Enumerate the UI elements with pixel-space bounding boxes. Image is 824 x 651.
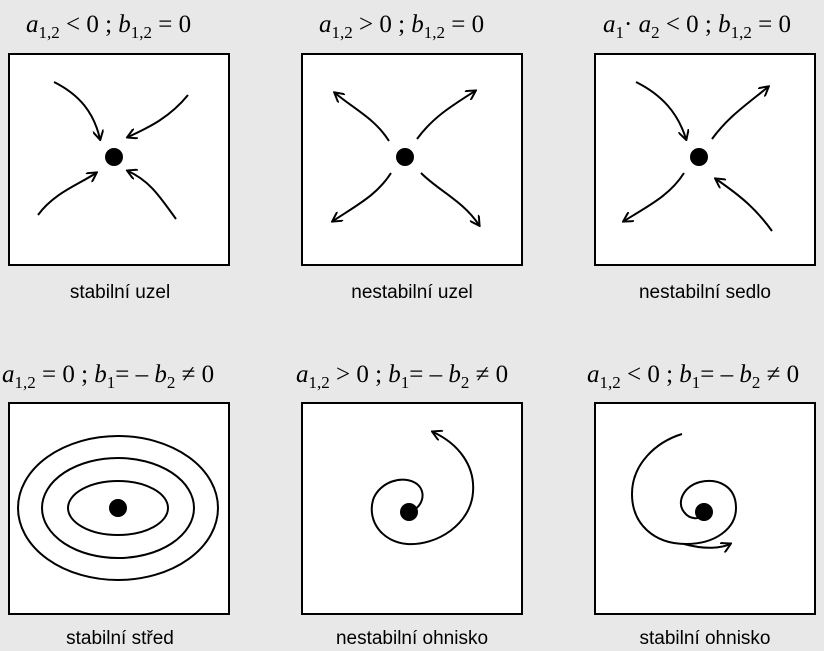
- trajectory-arrow: [335, 93, 390, 142]
- trajectory-arrow: [128, 171, 177, 220]
- panel-center: [8, 402, 230, 615]
- equilibrium-point: [396, 148, 414, 166]
- panel-stable-node: [8, 53, 230, 266]
- condition-unstable-node: a1,2 > 0 ; b1,2 = 0: [319, 11, 485, 42]
- caption-center: stabilní střed: [66, 628, 174, 649]
- trajectory-arrow: [716, 179, 773, 232]
- orbit: [17, 435, 219, 581]
- trajectory-arrow: [624, 172, 685, 221]
- trajectory-arrow: [37, 173, 96, 216]
- trajectory-arrow: [128, 94, 189, 137]
- caption-stable-focus: stabilní ohnisko: [639, 628, 771, 649]
- panel-unstable-node: [301, 53, 523, 266]
- stable-node-diagram: [37, 81, 189, 220]
- equilibrium-point: [695, 503, 713, 521]
- panel-unstable-focus: [301, 402, 523, 615]
- equilibrium-point: [690, 148, 708, 166]
- trajectory-arrow: [333, 172, 392, 221]
- condition-unstable-focus: a1,2 > 0 ; b1= – b2 ≠ 0: [296, 361, 509, 392]
- spiral-arrowhead: [683, 544, 730, 548]
- trajectory-arrow: [53, 81, 100, 139]
- stable-focus-diagram: [630, 433, 738, 613]
- equilibrium-point: [105, 148, 123, 166]
- caption-stable-node: stabilní uzel: [69, 282, 171, 303]
- caption-saddle: nestabilní sedlo: [638, 282, 772, 303]
- trajectory-arrow: [711, 87, 768, 140]
- panel-saddle: [594, 53, 816, 266]
- caption-unstable-node: nestabilní uzel: [351, 282, 473, 303]
- condition-stable-node: a1,2 < 0 ; b1,2 = 0: [26, 11, 192, 42]
- orbit: [41, 457, 195, 559]
- trajectory-arrow: [420, 172, 479, 225]
- unstable-focus-diagram: [370, 404, 475, 546]
- trajectory-arrow: [416, 91, 475, 140]
- spiral-trajectory: [370, 432, 475, 546]
- equilibrium-point: [109, 499, 127, 517]
- condition-center: a1,2 = 0 ; b1= – b2 ≠ 0: [2, 361, 215, 392]
- condition-stable-focus: a1,2 < 0 ; b1= – b2 ≠ 0: [587, 361, 800, 392]
- spiral-trajectory: [630, 433, 738, 546]
- caption-unstable-focus: nestabilní ohnisko: [335, 628, 489, 649]
- condition-saddle: a1· a2 < 0 ; b1,2 = 0: [603, 11, 791, 42]
- unstable-node-diagram: [303, 55, 521, 264]
- trajectory-arrow: [635, 81, 686, 139]
- orbit: [67, 480, 169, 536]
- saddle-diagram: [596, 81, 773, 232]
- panel-stable-focus: [594, 402, 816, 615]
- center-diagram: [17, 435, 219, 581]
